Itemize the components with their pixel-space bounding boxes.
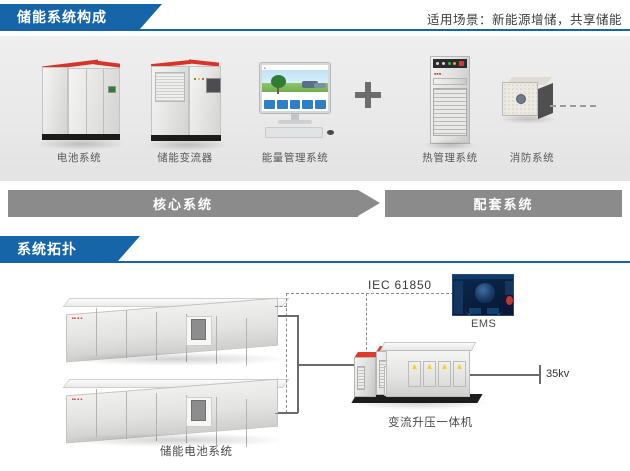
thermal-rack-icon: ■■■ <box>405 48 495 150</box>
band-support-system: 配套系统 <box>385 190 622 217</box>
battery-container-unit[interactable]: ■■ ■ ■ <box>58 297 290 366</box>
banner-tail-shape <box>118 236 140 261</box>
composition-item-label: 能量管理系统 <box>261 152 329 164</box>
battery-cabinet-icon <box>30 48 128 150</box>
section-header-composition: 储能系统构成 <box>0 4 162 29</box>
comm-line-to-ems <box>446 293 454 294</box>
pcs-cabinet-icon <box>135 48 235 151</box>
composition-item-thermal[interactable]: ■■■ 热管理系统 <box>405 48 495 168</box>
composition-item-pcs[interactable]: 储能变流器 <box>135 48 235 168</box>
section-title-composition: 储能系统构成 <box>17 8 107 25</box>
band-core-label: 核心系统 <box>152 197 213 212</box>
dc-line-to-pcs <box>297 364 359 366</box>
plus-icon <box>355 82 381 108</box>
band-support-label: 配套系统 <box>473 197 534 212</box>
comm-line-stub-upper <box>275 306 287 307</box>
ac-line-output <box>470 374 540 376</box>
label-battery-system: 储能电池系统 <box>160 446 233 458</box>
composition-item-battery[interactable]: 电池系统 <box>30 48 128 168</box>
composition-item-label: 消防系统 <box>509 152 555 164</box>
section-underline-composition <box>0 29 630 31</box>
label-ems: EMS <box>471 318 497 330</box>
battery-container-unit[interactable]: ■■ ■ ■ <box>58 378 290 447</box>
section-underline-topology <box>0 261 630 263</box>
dc-tap-upper <box>278 315 298 317</box>
composition-item-label: 储能变流器 <box>157 152 213 164</box>
ems-display[interactable]: EMS <box>452 274 514 330</box>
comm-line-to-pcs <box>366 293 367 355</box>
ellipsis-dashes-icon <box>550 105 596 107</box>
composition-item-label: 热管理系统 <box>422 152 478 164</box>
section-header-topology: 系统拓扑 <box>0 236 140 261</box>
composition-item-fire[interactable]: 消防系统 <box>487 48 577 168</box>
banner-tail-shape <box>140 4 162 29</box>
comm-line-top <box>286 293 504 294</box>
comm-line-left-vertical <box>286 293 287 413</box>
composition-item-ems[interactable]: ● 能量管理系统 <box>245 48 345 168</box>
ems-monitor-icon: ● <box>245 48 345 146</box>
band-arrow-icon <box>358 190 380 216</box>
pcs-transformer-unit[interactable] <box>350 336 512 412</box>
label-voltage: 35kv <box>546 368 570 380</box>
dc-tap-lower <box>278 412 298 414</box>
grid-busbar <box>539 365 541 384</box>
label-pcs-transformer: 变流升压一体机 <box>388 417 473 429</box>
scenario-note: 适用场景：新能源增储，共享储能 <box>426 13 622 27</box>
topology-diagram: ■■ ■ ■ ■■ ■ ■ 储能电池系统 IEC 61850 <box>0 266 630 471</box>
band-core-system: 核心系统 <box>8 190 358 217</box>
composition-panel: 电池系统 储能变流器 <box>0 36 630 181</box>
section-title-topology: 系统拓扑 <box>17 240 77 257</box>
fire-suppression-box-icon <box>487 48 577 146</box>
label-protocol: IEC 61850 <box>368 278 432 292</box>
composition-item-label: 电池系统 <box>56 152 102 164</box>
